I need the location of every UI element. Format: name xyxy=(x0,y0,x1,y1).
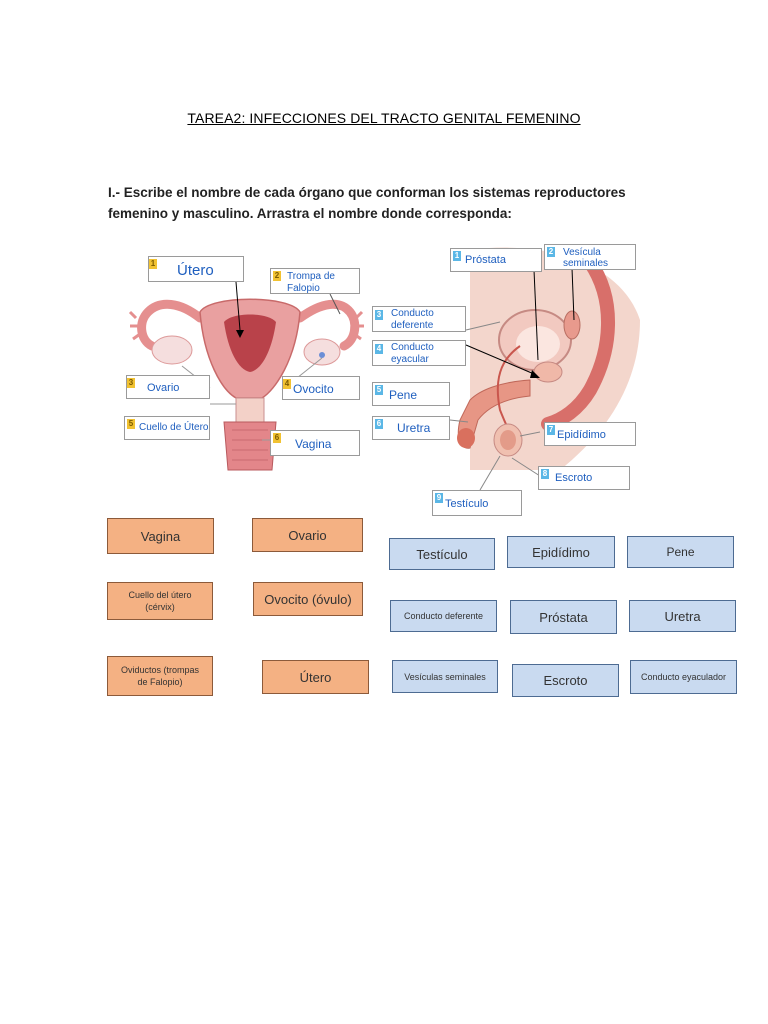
tile-epididimo[interactable]: Epidídimo xyxy=(507,536,615,568)
label-number-badge: 3 xyxy=(127,378,135,388)
label-number-badge: 3 xyxy=(375,310,383,320)
female-label-ovario[interactable]: 3 Ovario xyxy=(126,375,210,399)
label-text: Trompa de Falopio xyxy=(287,271,335,294)
label-text: Escroto xyxy=(555,472,593,484)
label-number-badge: 2 xyxy=(273,271,281,281)
label-number-badge: 4 xyxy=(375,344,383,354)
tile-cuello-del-utero[interactable]: Cuello del útero (cérvix) xyxy=(107,582,213,620)
label-number-badge: 8 xyxy=(541,469,549,479)
female-label-vagina[interactable]: 6 Vagina xyxy=(270,430,360,456)
male-label-uretra[interactable]: 6 Uretra xyxy=(372,416,450,440)
label-number-badge: 1 xyxy=(149,259,157,269)
tile-conducto-deferente[interactable]: Conducto deferente xyxy=(390,600,497,632)
tile-testiculo[interactable]: Testículo xyxy=(389,538,495,570)
label-number-badge: 6 xyxy=(375,419,383,429)
label-text: Vagina xyxy=(295,437,332,451)
tile-utero[interactable]: Útero xyxy=(262,660,369,694)
label-text: Testículo xyxy=(445,498,489,510)
tile-pene[interactable]: Pene xyxy=(627,536,734,568)
label-text: Útero xyxy=(177,262,214,279)
label-number-badge: 4 xyxy=(283,379,291,389)
tile-vesiculas-seminales[interactable]: Vesículas seminales xyxy=(392,660,498,693)
male-label-conducto-eyacular[interactable]: 4 Conducto eyacular xyxy=(372,340,466,366)
female-label-trompa[interactable]: 2 Trompa de Falopio xyxy=(270,268,360,294)
label-number-badge: 2 xyxy=(547,247,555,257)
male-label-vesicula[interactable]: 2 Vesícula seminales xyxy=(544,244,636,270)
male-label-prostata[interactable]: 1 Próstata xyxy=(450,248,542,272)
label-text: Conducto eyacular xyxy=(391,342,434,365)
label-number-badge: 6 xyxy=(273,433,281,443)
label-number-badge: 7 xyxy=(547,425,555,435)
label-number-badge: 5 xyxy=(375,385,383,395)
label-text: Uretra xyxy=(397,421,431,435)
label-text: Ovario xyxy=(147,382,180,394)
tile-ovocito[interactable]: Ovocito (óvulo) xyxy=(253,582,363,616)
tile-escroto[interactable]: Escroto xyxy=(512,664,619,697)
instructions-text: I.- Escribe el nombre de cada órgano que… xyxy=(108,185,626,221)
female-label-utero[interactable]: 1 Útero xyxy=(148,256,244,282)
male-label-conducto-deferente[interactable]: 3 Conducto deferente xyxy=(372,306,466,332)
label-text: Conducto deferente xyxy=(391,308,434,331)
label-number-badge: 1 xyxy=(453,251,461,261)
label-number-badge: 9 xyxy=(435,493,443,503)
document-title: TAREA2: INFECCIONES DEL TRACTO GENITAL F… xyxy=(187,110,581,126)
label-text: Cuello de Útero xyxy=(139,422,209,433)
male-label-epididimo[interactable]: 7 Epidídimo xyxy=(544,422,636,446)
tile-conducto-eyaculador[interactable]: Conducto eyaculador xyxy=(630,660,737,694)
female-label-ovocito[interactable]: 4 Ovocito xyxy=(282,376,360,400)
label-text: Pene xyxy=(389,388,418,402)
tile-uretra[interactable]: Uretra xyxy=(629,600,736,632)
tile-oviductos[interactable]: Oviductos (trompas de Falopio) xyxy=(107,656,213,696)
tile-prostata[interactable]: Próstata xyxy=(510,600,617,634)
label-text: Vesícula seminales xyxy=(563,247,609,269)
female-label-cuello[interactable]: 5 Cuello de Útero xyxy=(124,416,210,440)
label-number-badge: 5 xyxy=(127,419,135,429)
male-label-pene[interactable]: 5 Pene xyxy=(372,382,450,406)
male-label-escroto[interactable]: 8 Escroto xyxy=(538,466,630,490)
tile-vagina[interactable]: Vagina xyxy=(107,518,214,554)
label-text: Epidídimo xyxy=(557,429,606,441)
label-text: Próstata xyxy=(465,254,506,266)
male-label-testiculo[interactable]: 9 Testículo xyxy=(432,490,522,516)
tile-ovario[interactable]: Ovario xyxy=(252,518,363,552)
label-text: Ovocito xyxy=(293,382,334,396)
